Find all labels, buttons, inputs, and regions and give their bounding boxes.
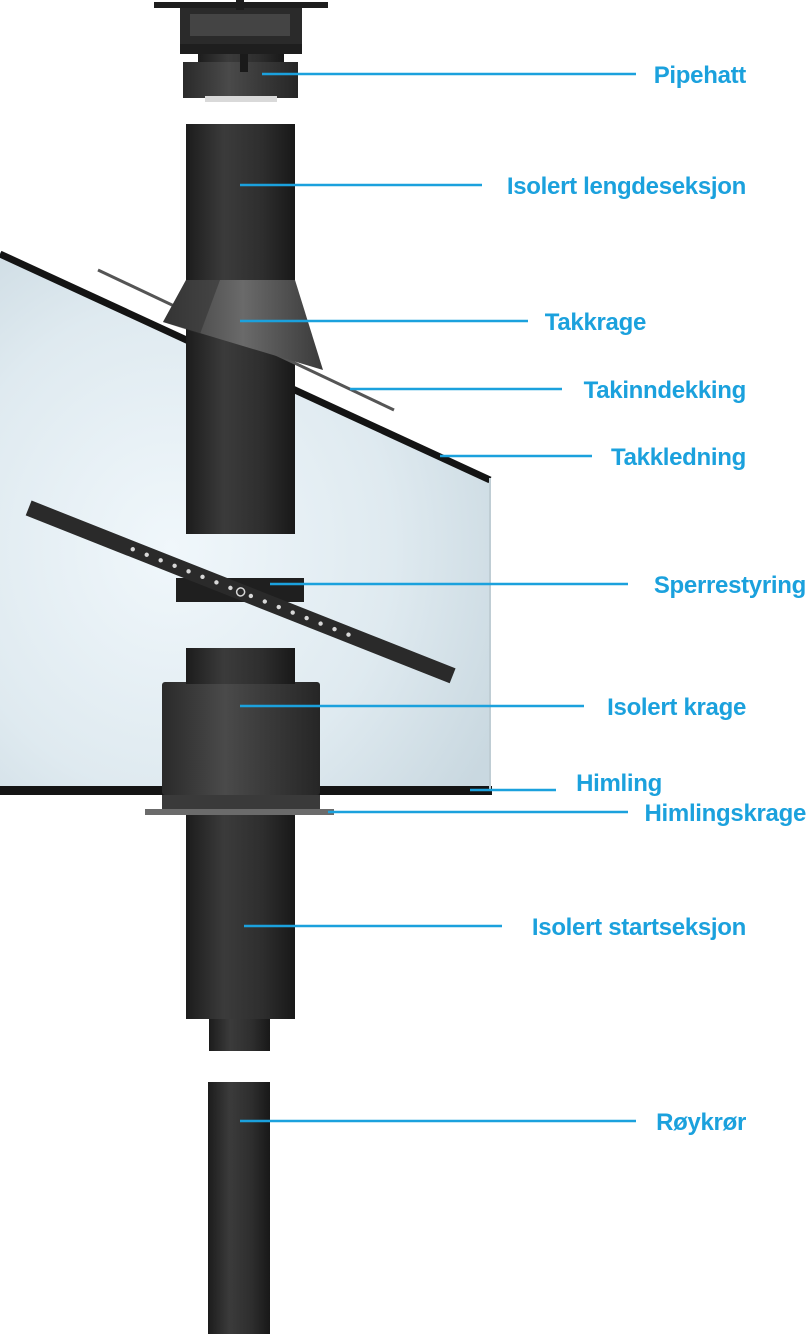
insulated-collar-top-pipe — [186, 648, 295, 684]
label-pipehatt: Pipehatt — [654, 62, 747, 89]
label-takinndekking: Takinndekking — [584, 377, 746, 404]
ceiling-collar-plate — [162, 795, 320, 809]
flue-pipe — [208, 1082, 270, 1334]
flue-pipe-upper — [209, 1018, 270, 1051]
label-takkledning: Takkledning — [611, 444, 746, 471]
roof-collar-shade — [163, 280, 220, 334]
label-royk: Røykrør — [656, 1109, 746, 1136]
label-takkrage: Takkrage — [545, 309, 646, 336]
insulated-start-section — [186, 815, 295, 1019]
insulated-collar — [162, 682, 320, 795]
label-lengdeseksjon: Isolert lengdeseksjon — [507, 173, 746, 200]
rafter-support-bar — [25, 500, 456, 684]
label-isolert-krage: Isolert krage — [607, 694, 746, 721]
label-himling: Himling — [576, 770, 662, 797]
label-sperrestyring: Sperrestyring — [654, 572, 806, 599]
ceiling-collar — [145, 809, 334, 815]
label-himlingskrage: Himlingskrage — [645, 800, 807, 827]
chimney-cap — [154, 0, 328, 102]
label-startseksjon: Isolert startseksjon — [532, 914, 746, 941]
